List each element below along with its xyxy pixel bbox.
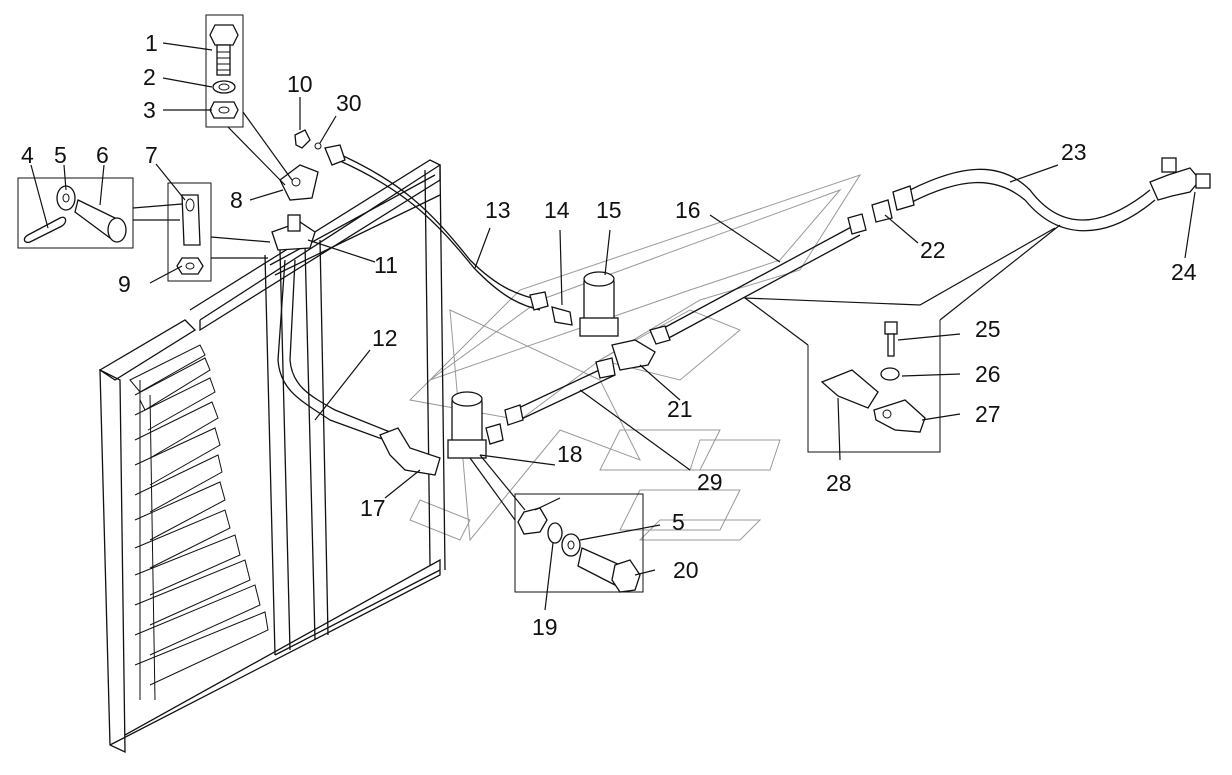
callout-8: 8	[230, 187, 243, 213]
callout-21: 21	[667, 396, 693, 422]
callout-5a: 5	[54, 142, 67, 168]
elbow-fitting-icon-17	[379, 427, 441, 476]
nipple-icon-14	[551, 306, 573, 326]
washer-icon	[212, 80, 236, 94]
pipes	[277, 149, 1156, 441]
callout-3: 3	[143, 97, 156, 123]
bolt-icon	[209, 24, 239, 76]
callout-23: 23	[1061, 139, 1087, 165]
callout-7: 7	[145, 142, 158, 168]
callout-28: 28	[826, 470, 852, 496]
callout-1: 1	[145, 30, 158, 56]
pin-group-box	[17, 177, 134, 249]
nipple-icon	[287, 214, 301, 232]
pump-icon-lower	[447, 391, 487, 459]
nut-icon-9	[176, 257, 204, 275]
callout-22: 22	[920, 237, 946, 263]
bolt-group-box	[205, 14, 244, 128]
o-ring-icon	[314, 142, 322, 150]
clamp-group-box	[807, 320, 941, 453]
callout-15: 15	[596, 197, 622, 223]
callout-14: 14	[544, 197, 570, 223]
washer-icon-26	[880, 367, 900, 381]
clamp-icon-27	[873, 399, 926, 433]
callout-6: 6	[96, 142, 109, 168]
watermark-logo	[408, 174, 862, 542]
clevis-icon	[181, 194, 201, 246]
callout-11: 11	[374, 252, 398, 278]
rubber-pad-icon-28	[820, 369, 879, 409]
callout-24: 24	[1171, 259, 1197, 285]
bracket-icon	[279, 164, 319, 201]
callout-17: 17	[360, 495, 386, 521]
callout-16: 16	[675, 197, 701, 223]
cotter-pin-icon	[23, 216, 67, 244]
washer-icon-5b	[561, 533, 581, 557]
door-frame	[98, 159, 446, 754]
callout-2: 2	[143, 64, 156, 90]
callout-12: 12	[372, 325, 398, 351]
callout-9: 9	[118, 271, 131, 297]
callout-26: 26	[975, 361, 1001, 387]
callout-5b: 5	[672, 509, 685, 535]
callout-labels: 1 2 3 4 5 6 7 8 9 10 30 11 12 13 14 15 1…	[21, 30, 1197, 640]
callout-18: 18	[557, 441, 583, 467]
leader-lines	[30, 42, 1196, 611]
washer-icon-19	[547, 522, 563, 544]
callout-25: 25	[975, 316, 1001, 342]
callout-4: 4	[21, 142, 34, 168]
callout-19: 19	[532, 614, 558, 640]
elbow-fitting-icon	[294, 129, 311, 149]
callout-29: 29	[697, 469, 723, 495]
nut-icon	[209, 101, 239, 119]
callout-27: 27	[975, 401, 1001, 427]
fittings	[17, 14, 1211, 593]
callout-20: 20	[673, 557, 699, 583]
elbow-fitting-icon-24	[1149, 167, 1201, 201]
pump-icon-15	[579, 271, 619, 337]
callout-10: 10	[287, 71, 313, 97]
tee-fitting-icon-21	[611, 339, 656, 371]
bolt-group-box-2	[514, 493, 644, 593]
callout-13: 13	[485, 197, 511, 223]
nut-icon-18	[517, 507, 548, 535]
bolt-icon-25	[884, 321, 898, 335]
clevis-group-box	[167, 182, 212, 282]
callout-30: 30	[336, 90, 362, 116]
